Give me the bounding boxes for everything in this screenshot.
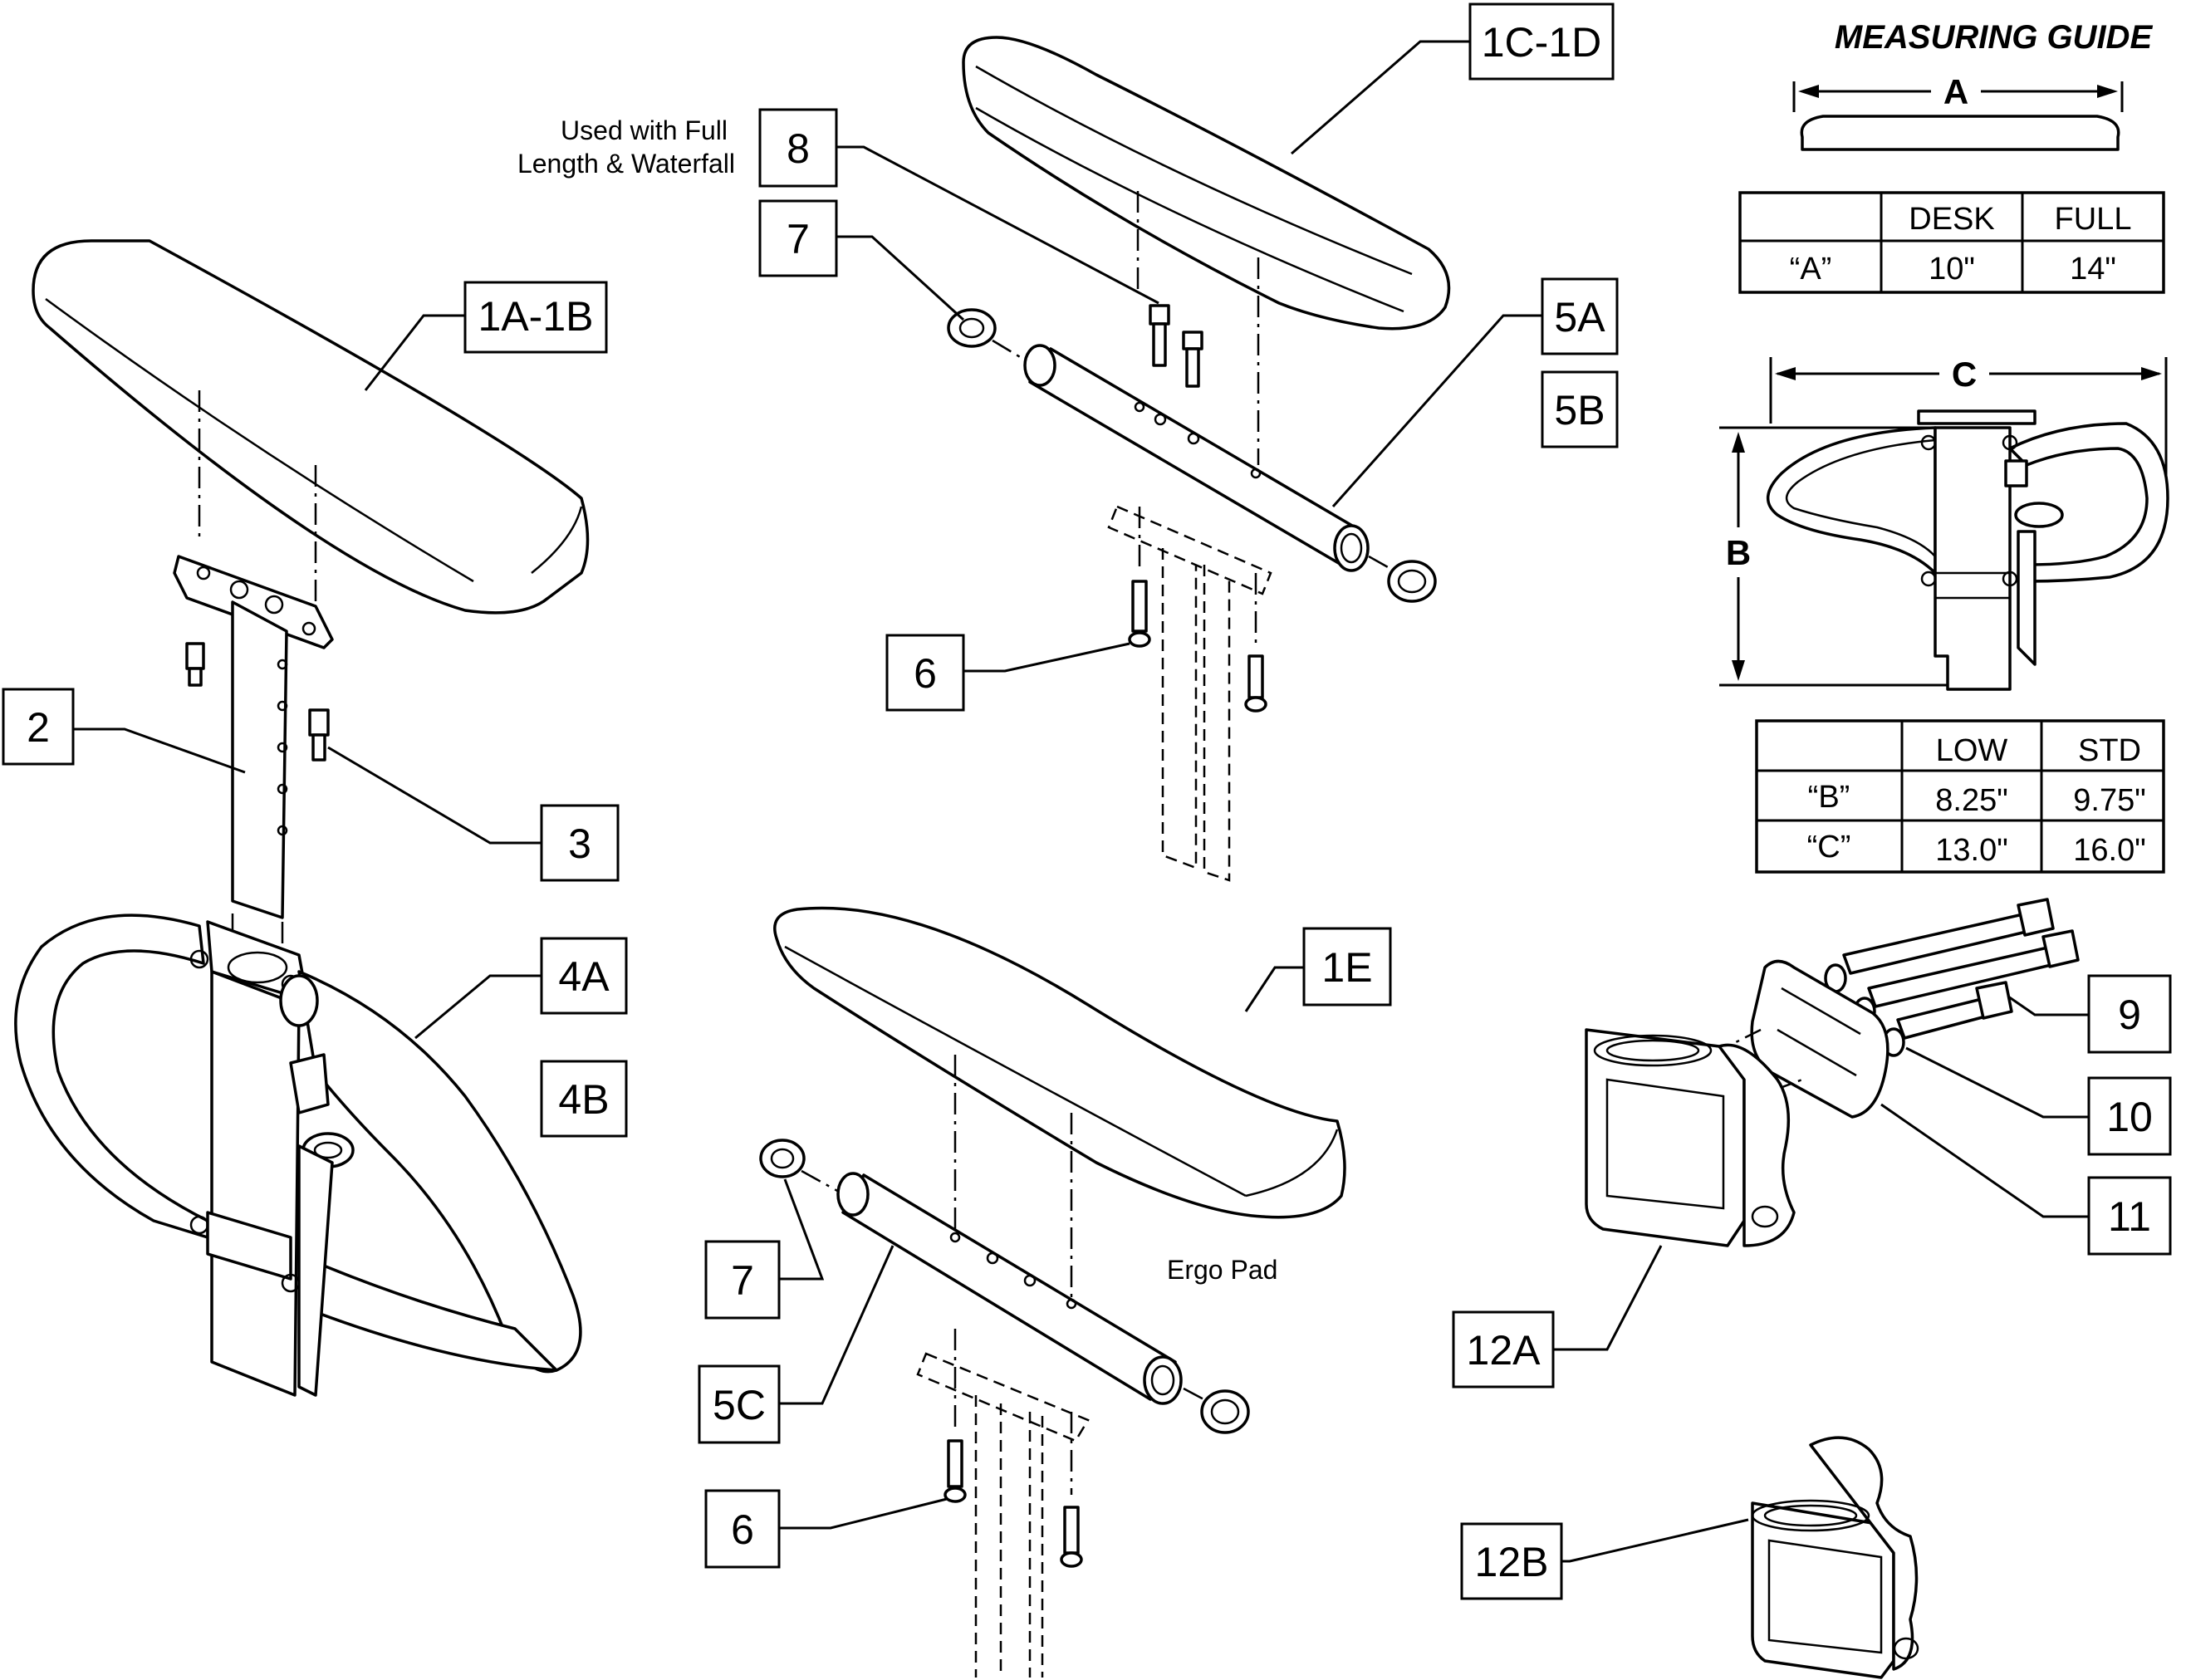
callout-3: 3 xyxy=(540,804,620,882)
note-full-length-line1: Used with Full xyxy=(561,115,728,145)
arm-tube-5c xyxy=(836,1172,1183,1405)
receiver-side-view xyxy=(1766,409,2169,691)
table2-r1c2: 16.0" xyxy=(2073,833,2145,868)
washers-10 xyxy=(1824,963,1905,1057)
callout-7-bottom: 7 xyxy=(704,1240,781,1320)
callout-2: 2 xyxy=(2,688,75,766)
svg-text:1E: 1E xyxy=(1321,944,1372,991)
mount-bracket-top xyxy=(1107,505,1272,882)
screw-8-a xyxy=(1149,304,1170,367)
svg-text:1C-1D: 1C-1D xyxy=(1482,19,1601,66)
table2-h2: STD xyxy=(2078,733,2141,768)
dimension-c-label: C xyxy=(1952,355,1977,394)
table1-h2: FULL xyxy=(2055,202,2132,237)
callout-5b: 5B xyxy=(1541,370,1619,448)
svg-text:6: 6 xyxy=(731,1506,754,1553)
screw-3-left xyxy=(185,642,205,687)
table2-r0c0: “B” xyxy=(1808,780,1850,815)
table-low-std: LOW STD “B” 8.25" 9.75" “C” 13.0" 16.0" xyxy=(1755,719,2165,874)
end-cap-7-top-right xyxy=(1387,560,1437,603)
svg-text:5B: 5B xyxy=(1554,387,1605,433)
table2-r1c0: “C” xyxy=(1807,830,1851,864)
callout-1e: 1E xyxy=(1302,927,1392,1007)
dimension-b-label: B xyxy=(1726,533,1751,572)
callout-1a-1b: 1A-1B xyxy=(463,281,608,354)
table2-r0c2: 9.75" xyxy=(2073,783,2145,818)
svg-text:1A-1B: 1A-1B xyxy=(478,293,594,340)
armpad-1e-ergo xyxy=(773,906,1346,1219)
callout-12b: 12B xyxy=(1460,1522,1563,1600)
callout-5c: 5C xyxy=(698,1364,781,1444)
table2-h1: LOW xyxy=(1936,733,2008,768)
callout-1c-1d: 1C-1D xyxy=(1468,2,1615,81)
end-cap-7-bottom-right xyxy=(1200,1389,1250,1434)
callout-5a: 5A xyxy=(1541,277,1619,355)
table-desk-full: DESK FULL “A” 10" 14" xyxy=(1738,191,2165,294)
receiver-12a xyxy=(1585,1028,1796,1247)
note-full-length-line2: Length & Waterfall xyxy=(517,149,735,179)
table1-r0c0: “A” xyxy=(1790,252,1832,287)
callout-10: 10 xyxy=(2087,1076,2172,1156)
svg-text:8: 8 xyxy=(787,125,810,172)
arm-tube-5a-5b xyxy=(1023,344,1370,572)
callout-7-top: 7 xyxy=(758,199,838,277)
measuring-guide-title: MEASURING GUIDE xyxy=(1835,19,2154,56)
screw-6-bottom-right xyxy=(1060,1506,1083,1568)
table2-r1c1: 13.0" xyxy=(1935,833,2007,868)
svg-text:12A: 12A xyxy=(1467,1327,1541,1374)
mount-bracket-bottom xyxy=(916,1352,1090,1678)
table1-h1: DESK xyxy=(1909,202,1994,237)
svg-text:9: 9 xyxy=(2118,992,2141,1038)
end-cap-7-top xyxy=(947,308,997,348)
svg-text:7: 7 xyxy=(731,1257,754,1304)
callout-4a: 4A xyxy=(540,937,628,1015)
end-cap-7-bottom xyxy=(759,1139,806,1178)
table1-r0c2: 14" xyxy=(2070,252,2116,287)
svg-text:10: 10 xyxy=(2106,1094,2153,1140)
dimension-c: C xyxy=(1769,355,2168,507)
screw-8-b xyxy=(1182,331,1203,388)
armpad-1a-1b xyxy=(32,239,590,615)
arm-receiver-4a-4b xyxy=(14,913,582,1397)
svg-text:5C: 5C xyxy=(713,1382,766,1428)
callout-4b: 4B xyxy=(540,1060,628,1138)
armpad-1c-1d xyxy=(962,36,1451,331)
callout-9: 9 xyxy=(2087,974,2172,1054)
arm-post-2 xyxy=(173,555,334,919)
svg-text:11: 11 xyxy=(2108,1193,2151,1240)
dimension-a-label: A xyxy=(1943,72,1968,111)
svg-text:12B: 12B xyxy=(1475,1539,1549,1585)
screw-6-top-left xyxy=(1128,580,1151,648)
dimension-a: A xyxy=(1792,72,2124,151)
callout-11: 11 xyxy=(2087,1176,2172,1256)
note-ergo-pad: Ergo Pad xyxy=(1167,1255,1277,1285)
screw-6-top-right xyxy=(1244,654,1267,713)
bolts-9 xyxy=(1842,898,2080,1040)
svg-text:2: 2 xyxy=(27,704,50,751)
table2-r0c1: 8.25" xyxy=(1935,783,2007,818)
screw-6-bottom-left xyxy=(944,1439,967,1503)
dimension-b: B xyxy=(1719,426,1960,687)
receiver-12b xyxy=(1751,1436,1919,1679)
svg-text:4B: 4B xyxy=(558,1076,609,1123)
svg-text:5A: 5A xyxy=(1554,294,1605,340)
callout-6-bottom: 6 xyxy=(704,1489,781,1569)
svg-text:3: 3 xyxy=(568,820,591,867)
callout-12a: 12A xyxy=(1452,1310,1555,1389)
svg-text:7: 7 xyxy=(787,216,810,262)
screw-3-right xyxy=(308,708,330,762)
callout-6-top: 6 xyxy=(885,634,965,712)
svg-text:6: 6 xyxy=(914,650,937,697)
table1-r0c1: 10" xyxy=(1929,252,1975,287)
callout-8: 8 xyxy=(758,108,838,188)
svg-text:4A: 4A xyxy=(558,953,610,1000)
